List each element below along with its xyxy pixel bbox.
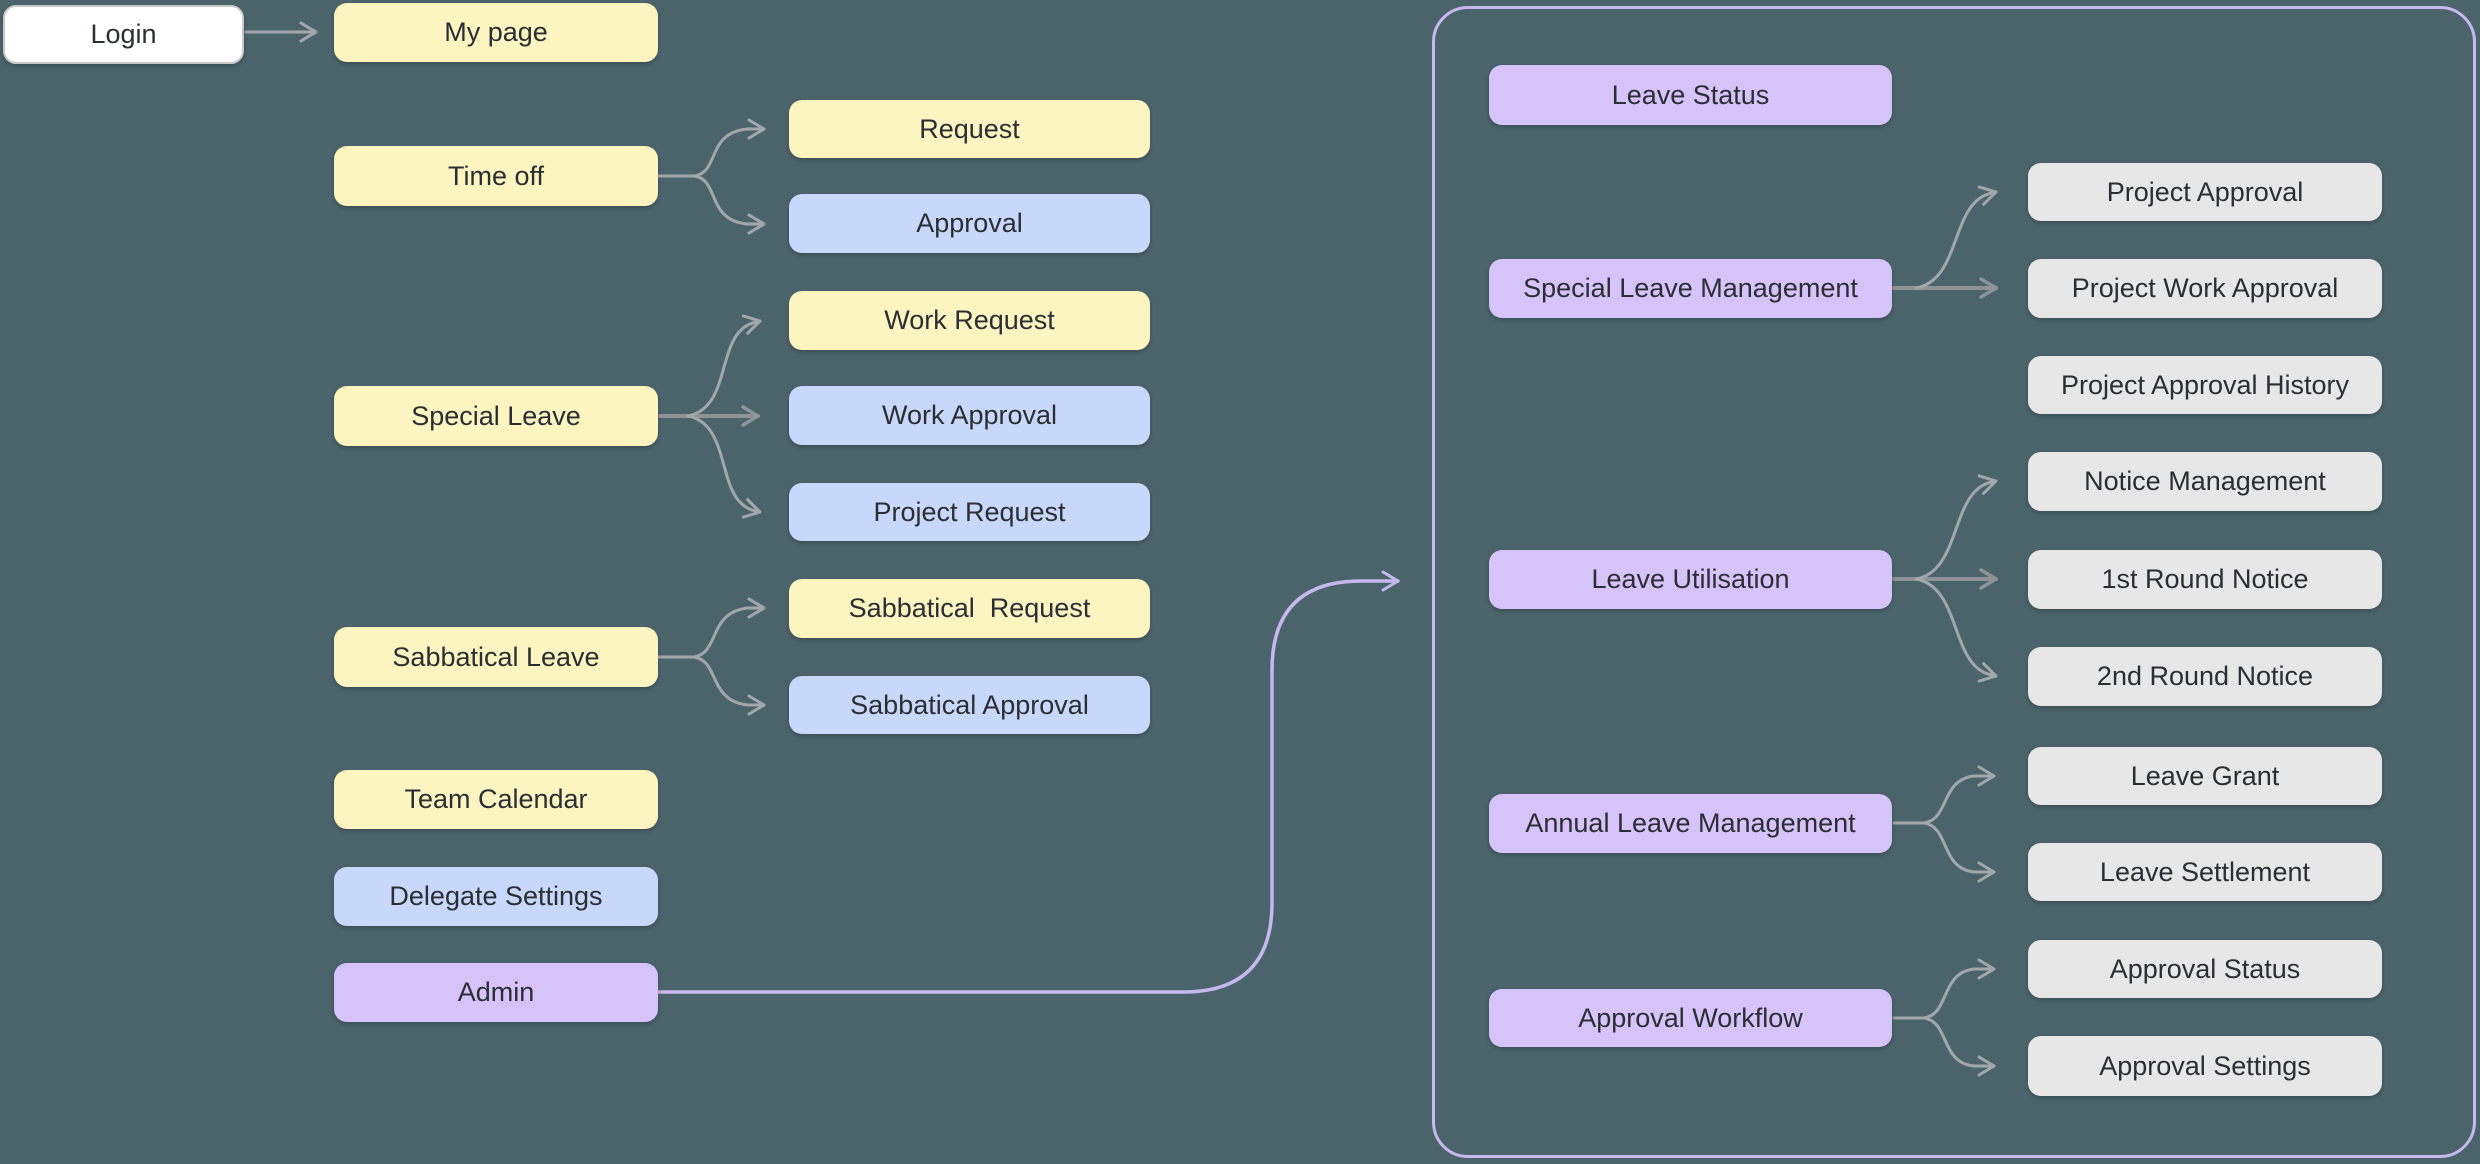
node-label: Project Approval History [2060,369,2350,400]
node-leave-utilisation[interactable]: Leave Utilisation [1489,550,1892,609]
node-approval[interactable]: Approval [789,194,1150,253]
node-label: Login [90,19,157,49]
node-label: Work Request [884,305,1055,335]
node-label: Approval Status [2109,953,2301,984]
node-approval-workflow[interactable]: Approval Workflow [1489,989,1892,1047]
node-leave-status[interactable]: Leave Status [1489,65,1892,125]
node-label: Project Request [873,496,1066,527]
node-sabbatical-request[interactable]: Sabbatical Request [789,579,1150,638]
node-approval-status[interactable]: Approval Status [2028,940,2382,998]
node-label: Time off [447,160,545,191]
node-notice-management[interactable]: Notice Management [2028,452,2382,511]
node-label: Leave Status [1611,79,1770,110]
node-label: Project Approval [2106,176,2304,207]
node-time-off[interactable]: Time off [334,146,658,206]
node-label: Special Leave Management [1523,273,1858,303]
node-label: Approval Workflow [1578,1002,1803,1033]
edge-specialleave-projectrequest [686,414,762,519]
node-login[interactable]: Login [3,5,244,64]
node-label: Special Leave [411,400,581,431]
node-label: Admin [457,977,535,1007]
node-label: Team Calendar [404,784,588,814]
node-label: Project Work Approval [2071,273,2339,303]
node-label: Delegate Settings [389,881,603,911]
node-annual-leave-management[interactable]: Annual Leave Management [1489,794,1892,853]
node-leave-grant[interactable]: Leave Grant [2028,747,2382,805]
node-label: 1st Round Notice [2101,564,2309,594]
node-project-approval-history[interactable]: Project Approval History [2028,356,2382,414]
admin-section-frame [1432,6,2476,1158]
node-label: Approval [916,208,1023,238]
node-request[interactable]: Request [789,100,1150,158]
node-special-leave-management[interactable]: Special Leave Management [1489,259,1892,318]
node-work-request[interactable]: Work Request [789,291,1150,350]
node-label: Annual Leave Management [1525,808,1856,838]
edge-admin-container [656,570,1400,994]
node-label: Leave Settlement [2099,856,2311,887]
node-label: Sabbatical Approval [850,689,1089,720]
node-sabbatical-approval[interactable]: Sabbatical Approval [789,676,1150,734]
node-project-approval[interactable]: Project Approval [2028,163,2382,221]
node-label: My page [444,17,548,47]
node-sabbatical-leave[interactable]: Sabbatical Leave [334,627,658,687]
edge-sabbatical-approval [692,655,766,716]
node-label: Leave Grant [2130,760,2280,791]
node-label: Sabbatical Leave [392,641,600,672]
node-label: 2nd Round Notice [2096,661,2314,691]
edge-timeoff-approval [692,174,766,235]
node-label: Approval Settings [2099,1050,2311,1081]
node-team-calendar[interactable]: Team Calendar [334,770,658,829]
node-label: Sabbatical Request [848,593,1091,623]
node-project-request[interactable]: Project Request [789,483,1150,541]
node-delegate-settings[interactable]: Delegate Settings [334,867,658,926]
edge-sabbatical-request [692,597,766,659]
node-label: Work Approval [881,400,1058,430]
node-first-round-notice[interactable]: 1st Round Notice [2028,550,2382,609]
node-approval-settings[interactable]: Approval Settings [2028,1036,2382,1096]
node-admin[interactable]: Admin [334,963,658,1022]
node-second-round-notice[interactable]: 2nd Round Notice [2028,647,2382,706]
edge-timeoff-request [692,118,766,178]
node-work-approval[interactable]: Work Approval [789,386,1150,445]
node-label: Leave Utilisation [1591,564,1790,594]
node-label: Request [919,113,1020,144]
node-project-work-approval[interactable]: Project Work Approval [2028,259,2382,318]
node-label: Notice Management [2084,466,2326,496]
node-my-page[interactable]: My page [334,3,658,62]
node-special-leave[interactable]: Special Leave [334,386,658,446]
node-leave-settlement[interactable]: Leave Settlement [2028,843,2382,901]
edge-specialleave-workrequest [686,314,762,418]
